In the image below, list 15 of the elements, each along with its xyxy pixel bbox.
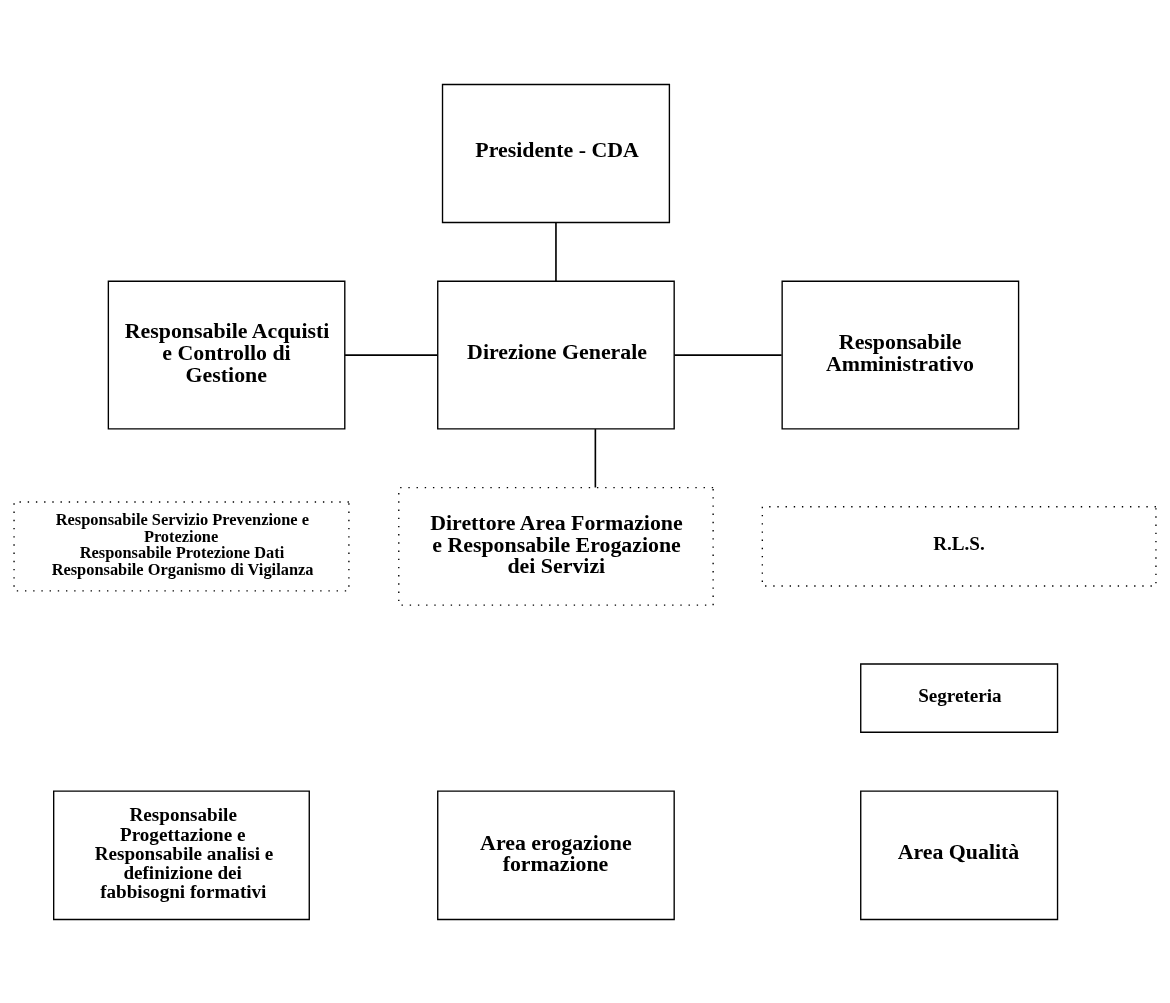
node-box: Responsabile Servizio Prevenzione e Protezione Responsabile Protezione Dati Responsabile Organismo di Vigilanza bbox=[13, 500, 350, 592]
node-box: Area erogazione formazione bbox=[437, 789, 675, 920]
connector bbox=[594, 427, 597, 488]
node-box: Direttore Area Formazione e Responsabile Erogazione dei Servizi bbox=[398, 486, 714, 606]
node-box: Responsabile Amministrativo bbox=[781, 280, 1020, 430]
node-box: Responsabile Acquisti e Controllo di Gestione bbox=[107, 280, 346, 430]
connector bbox=[555, 221, 557, 282]
node-box: Responsabile Progettazione e Responsabile analisi e definizione dei fabbisogni formativi bbox=[53, 789, 310, 920]
connector bbox=[673, 353, 783, 356]
node-box: Segreteria bbox=[860, 662, 1059, 733]
node-box: R.L.S. bbox=[761, 505, 1157, 587]
node-box: Direzione Generale bbox=[437, 280, 675, 430]
node-box: Presidente - CDA bbox=[441, 83, 671, 223]
node-box: Area Qualità bbox=[860, 789, 1059, 920]
connector bbox=[344, 353, 439, 356]
